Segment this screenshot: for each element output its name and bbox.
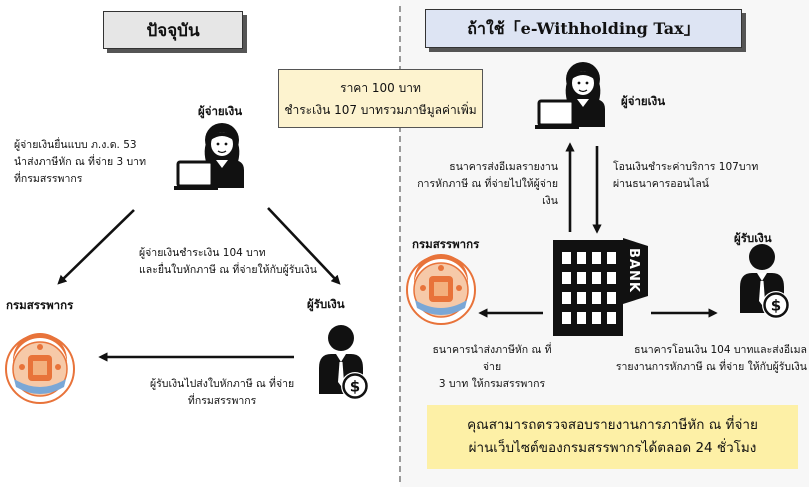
note-line: 3 บาท ให้กรมสรรพากร — [438, 378, 546, 390]
note-line: ธนาคารโอนเงิน 104 บาทและส่งอีเมล — [634, 344, 807, 356]
bank-report-note: ธนาคารส่งอีเมลรายงาน การหักภาษี ณ ที่จ่า… — [413, 159, 558, 210]
info-line-1: คุณสามารถตรวจสอบรายงานการภาษีหัก ณ ที่จ่… — [467, 417, 758, 433]
note-line: ธนาคารส่งอีเมลรายงาน — [449, 161, 558, 173]
left-rd-label: กรมสรรพากร — [6, 298, 74, 312]
bank-label: BANK — [626, 248, 641, 293]
panel-divider — [399, 6, 401, 482]
left-payment-note: ผู้จ่ายเงินชำระเงิน 104 บาท และยื่นใบหัก… — [139, 245, 317, 279]
note-line: ที่กรมสรรพากร — [187, 395, 257, 407]
payee-dollar-icon — [738, 242, 792, 321]
left-payee-label: ผู้รับเงิน — [307, 297, 345, 311]
payee-dollar-icon — [317, 323, 371, 402]
left-payer-note: ผู้จ่ายเงินยื่นแบบ ภ.ง.ด. 53 นำส่งภาษีหั… — [14, 137, 146, 188]
revenue-department-seal-icon — [406, 253, 476, 325]
note-line: ผู้รับเงินไปส่งใบหักภาษี ณ ที่จ่าย — [150, 378, 295, 390]
note-line: โอนเงินชำระค่าบริการ 107บาท — [613, 161, 759, 173]
left-payer-label: ผู้จ่ายเงิน — [198, 104, 243, 118]
bank-building-icon: BANK — [553, 238, 648, 336]
info-line-2: ผ่านเว็บไซต์ของกรมสรรพากรได้ตลอด 24 ชั่ว… — [468, 440, 757, 456]
left-panel-title: ปัจจุบัน — [103, 11, 243, 49]
price-box: ราคา 100 บาท ชำระเงิน 107 บาทรวมภาษีมูลค… — [278, 69, 483, 128]
payee-transfer-note: ธนาคารโอนเงิน 104 บาทและส่งอีเมล รายงานก… — [598, 342, 807, 376]
note-line: การหักภาษี ณ ที่จ่ายไปให้ผู้จ่ายเงิน — [417, 178, 558, 207]
info-box: คุณสามารถตรวจสอบรายงานการภาษีหัก ณ ที่จ่… — [427, 405, 798, 469]
payer-laptop-icon — [533, 60, 607, 131]
note-line: ที่กรมสรรพากร — [14, 173, 83, 185]
note-line: รายงานการหักภาษี ณ ที่จ่าย ให้กับผู้รับเ… — [615, 361, 807, 373]
payer-laptop-icon — [172, 121, 246, 192]
note-line: ผู้จ่ายเงินยื่นแบบ ภ.ง.ด. 53 — [14, 139, 137, 151]
right-payer-label: ผู้จ่ายเงิน — [621, 94, 666, 108]
transfer-note: โอนเงินชำระค่าบริการ 107บาท ผ่านธนาคารออ… — [613, 159, 758, 193]
rd-transfer-note: ธนาคารนำส่งภาษีหัก ณ ที่จ่าย 3 บาท ให้กร… — [428, 342, 556, 393]
revenue-department-seal-icon — [5, 332, 75, 404]
note-line: ธนาคารนำส่งภาษีหัก ณ ที่จ่าย — [432, 344, 552, 373]
note-line: และยื่นใบหักภาษี ณ ที่จ่ายให้กับผู้รับเง… — [139, 264, 317, 276]
right-rd-label: กรมสรรพากร — [412, 237, 480, 251]
right-payee-label: ผู้รับเงิน — [734, 231, 772, 245]
right-panel-title: ถ้าใช้「e-Withholding Tax」 — [425, 9, 742, 48]
note-line: นำส่งภาษีหัก ณ ที่จ่าย 3 บาท — [14, 156, 147, 168]
note-line: ผู้จ่ายเงินชำระเงิน 104 บาท — [139, 247, 266, 259]
price-line-2: ชำระเงิน 107 บาทรวมภาษีมูลค่าเพิ่ม — [284, 102, 477, 117]
note-line: ผ่านธนาคารออนไลน์ — [613, 178, 709, 190]
price-line-1: ราคา 100 บาท — [340, 80, 421, 95]
left-payee-note: ผู้รับเงินไปส่งใบหักภาษี ณ ที่จ่าย ที่กร… — [150, 376, 294, 410]
